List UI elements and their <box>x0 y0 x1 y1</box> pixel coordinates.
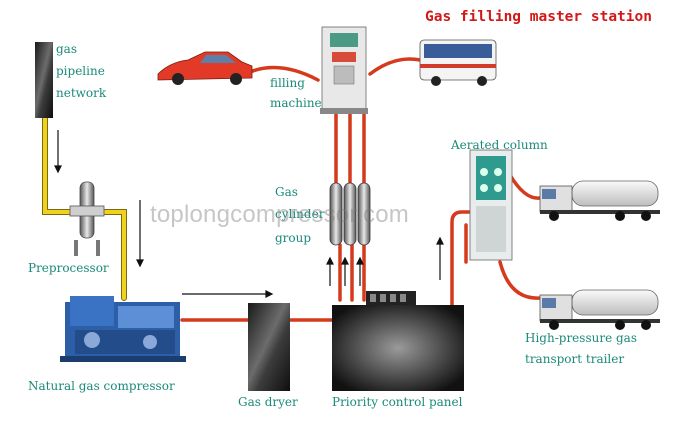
flow-arrows <box>54 130 444 298</box>
label-gas-dryer: Gas dryer <box>238 395 298 409</box>
preprocessor-unit <box>69 181 105 256</box>
label-trailer-line2: transport trailer <box>525 352 625 366</box>
tanker-trailer-lower <box>539 289 660 330</box>
label-gas-pipeline-line1: gas <box>56 42 77 56</box>
filling-machine <box>320 26 368 114</box>
arrow-up-icon <box>326 256 334 286</box>
label-compressor: Natural gas compressor <box>28 379 175 393</box>
arrow-up-icon <box>436 236 444 280</box>
red-gas-pipes <box>180 57 542 322</box>
gas-pipeline-network-column <box>35 42 53 118</box>
label-filling-machine-line2: machine <box>270 96 322 110</box>
label-aerated-column: Aerated column <box>451 138 548 152</box>
label-cylinder-group-line2: cylinder <box>275 207 325 221</box>
arrow-down-icon <box>54 130 62 174</box>
priority-control-panel <box>332 291 464 391</box>
label-trailer-line1: High-pressure gas <box>525 331 637 345</box>
arrow-right-icon <box>182 290 274 298</box>
label-gas-pipeline-line3: network <box>56 86 107 100</box>
car-illustration <box>157 51 253 85</box>
label-gas-pipeline-line2: pipeline <box>56 64 105 78</box>
arrow-down-icon <box>136 200 144 268</box>
gas-cylinder-group <box>329 182 371 246</box>
arrow-up-icon <box>356 256 364 286</box>
natural-gas-compressor <box>60 296 186 362</box>
label-control-panel: Priority control panel <box>332 395 463 409</box>
gas-dryer <box>248 303 290 391</box>
watermark: toplongcompressor.com <box>150 201 409 228</box>
tanker-trailer-upper <box>539 180 660 221</box>
arrow-up-icon <box>341 256 349 286</box>
label-preprocessor: Preprocessor <box>28 261 109 275</box>
label-cylinder-group-line1: Gas <box>275 185 298 199</box>
yellow-gas-pipe <box>42 115 127 301</box>
aerated-column-dispenser <box>469 149 513 261</box>
label-filling-machine-line1: filling <box>270 76 305 90</box>
diagram-title: Gas filling master station <box>425 9 652 25</box>
bus-illustration <box>419 39 497 86</box>
label-cylinder-group-line3: group <box>275 231 312 245</box>
